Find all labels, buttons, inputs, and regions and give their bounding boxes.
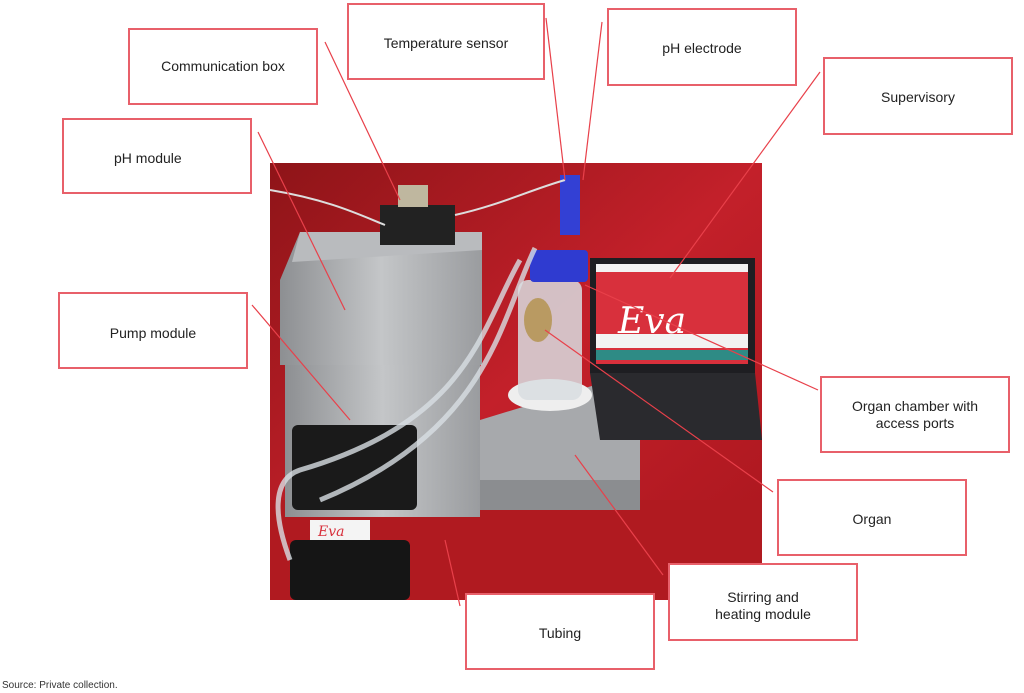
label-communication-box: Communication box <box>128 28 318 105</box>
label-ph-module: pH module <box>62 118 252 194</box>
leader-organ-chamber <box>584 284 819 391</box>
label-text: Organ chamber with access ports <box>851 397 979 431</box>
label-text: Organ <box>852 511 892 527</box>
source-caption: Source: Private collection. <box>2 680 118 691</box>
leader-tubing <box>444 539 461 607</box>
label-text: Tubing <box>538 625 582 641</box>
leader-organ <box>544 329 774 493</box>
label-text: Supervisory <box>881 89 955 105</box>
label-organ: Organ <box>777 479 967 556</box>
leader-ph-module <box>257 131 346 311</box>
label-stirring-heating-module: Stirring and heating module <box>668 563 858 641</box>
leader-temperature-sensor <box>545 17 566 181</box>
label-text: pH module <box>114 150 182 166</box>
svg-text:Eva: Eva <box>317 524 344 540</box>
leader-ph-electrode <box>582 21 603 181</box>
label-temperature-sensor: Temperature sensor <box>347 3 545 80</box>
leader-communication-box <box>324 41 401 201</box>
label-supervisory: Supervisory <box>823 57 1013 135</box>
label-text: Communication box <box>161 58 285 74</box>
leader-stirring <box>574 454 664 576</box>
label-text: Temperature sensor <box>383 35 509 51</box>
label-text: Pump module <box>109 325 197 341</box>
label-text: Stirring and heating module <box>715 589 811 622</box>
label-tubing: Tubing <box>465 593 655 670</box>
leader-supervisory <box>669 71 821 279</box>
label-organ-chamber: Organ chamber with access ports <box>820 376 1010 453</box>
label-text: pH electrode <box>662 40 742 56</box>
label-pump-module: Pump module <box>58 292 248 369</box>
label-ph-electrode: pH electrode <box>607 8 797 86</box>
leader-pump-module <box>251 304 351 421</box>
svg-text:Eva: Eva <box>617 301 686 342</box>
